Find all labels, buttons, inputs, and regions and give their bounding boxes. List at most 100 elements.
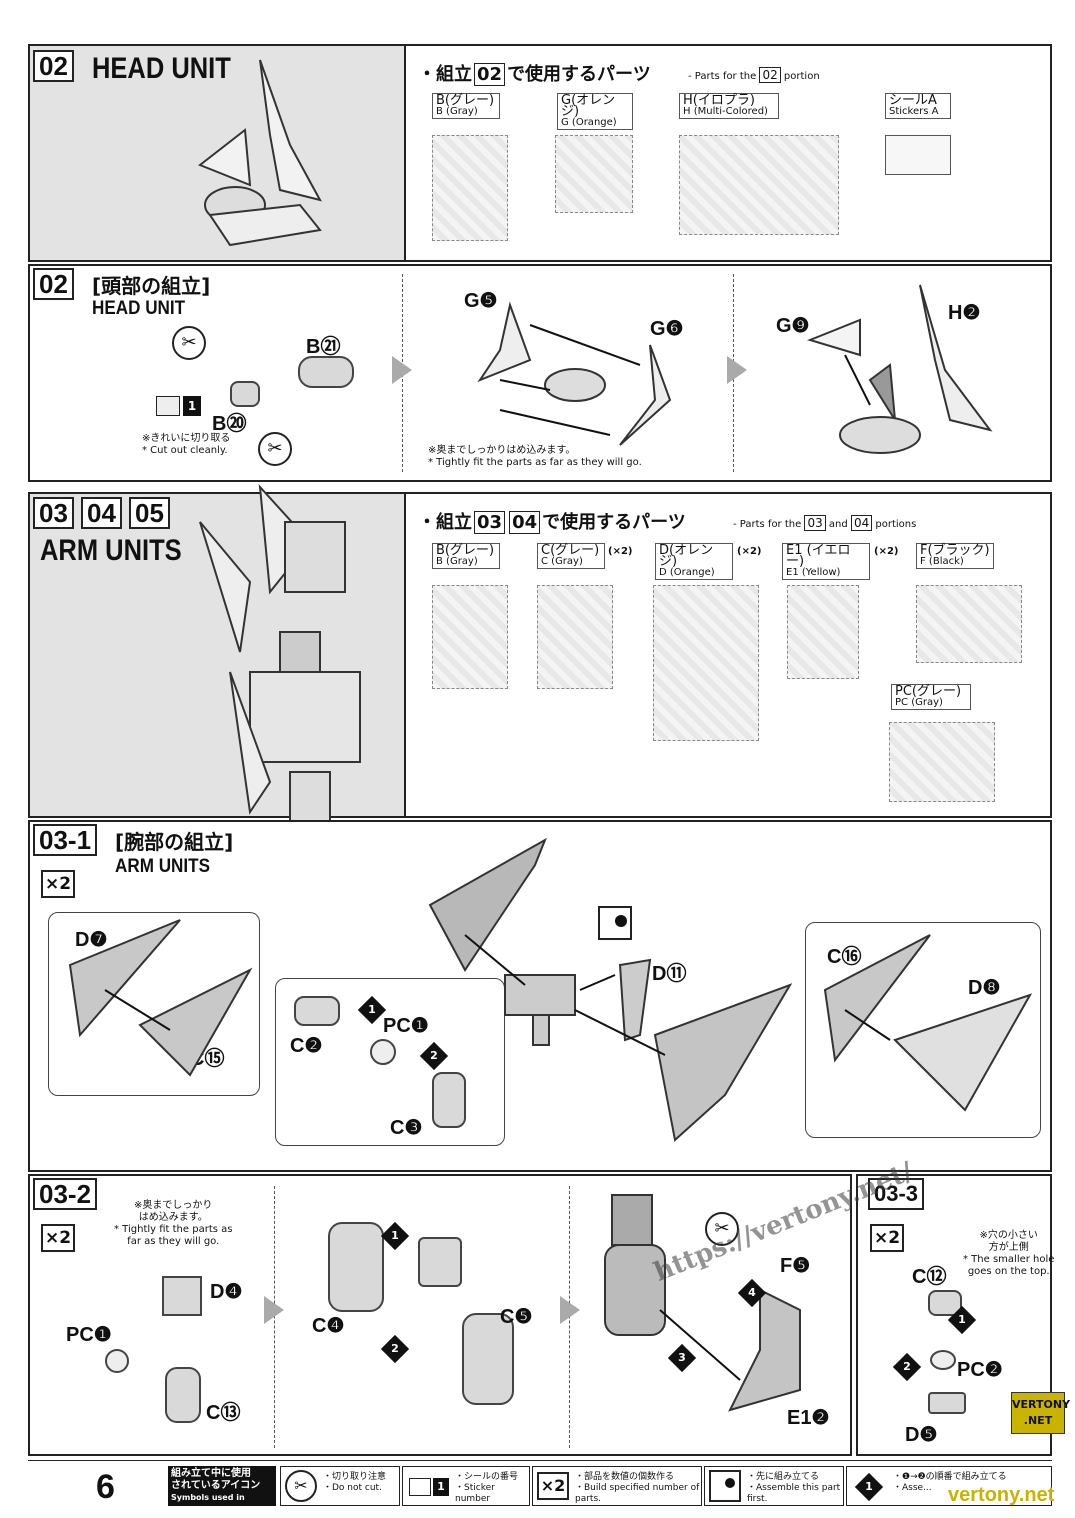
legend-heading-en: Symbols used in instructions — [171, 1493, 245, 1514]
legend-en: ・Do not cut. — [323, 1483, 382, 1493]
legend-jp: ・部品を数値の個数作る — [575, 1472, 675, 1482]
parts-heading-en-and: and — [828, 519, 848, 530]
next-step-arrow — [264, 1296, 284, 1324]
arm-unit-illustration — [199, 484, 361, 823]
order-number: 1 — [368, 1003, 376, 1016]
runner-jp: PC(グレー) — [895, 684, 962, 699]
part-label-b20: B⑳ — [212, 413, 247, 435]
part-label-b21: B㉑ — [306, 336, 341, 358]
runner-label-f: F(ブラック)F (Black) — [916, 543, 994, 569]
legend-jp: ・❶→❷の順番で組み立てる — [893, 1472, 1007, 1482]
next-step-arrow — [727, 356, 747, 384]
parts-heading-jp-post: で使用するパーツ — [542, 512, 686, 533]
runner-jp: F(ブラック) — [920, 543, 990, 558]
parts-heading-step-box: 03 — [474, 511, 506, 534]
runner-en: Stickers A — [889, 106, 939, 117]
parts-heading-en-pre: - Parts for the — [688, 71, 757, 82]
runner-label-pc: PC(グレー)PC (Gray) — [891, 684, 971, 710]
note-jp: ※奥までしっかり — [134, 1200, 213, 1211]
legend-text: ・❶→❷の順番で組み立てる ・Asse... — [893, 1472, 1007, 1494]
legend-jp: ・シールの番号 — [455, 1472, 519, 1482]
parts-heading-en: - Parts for the 03 and 04 portions — [733, 515, 916, 531]
order-number: 4 — [748, 1286, 756, 1299]
step-title-jp: [腕部の組立] — [115, 830, 234, 854]
runner-multiplier: (×2) — [608, 546, 633, 557]
part-b21 — [298, 356, 354, 388]
part-label-g6: G❻ — [650, 318, 684, 340]
order-number: 3 — [678, 1351, 686, 1364]
runner-en: E1 (Yellow) — [786, 567, 841, 578]
note-jp: 方が上側 — [988, 1242, 1029, 1253]
callout-center — [275, 978, 505, 1146]
legend-heading-jp: されているアイコン — [171, 1480, 261, 1491]
part-d5 — [928, 1392, 966, 1414]
runner-en: B (Gray) — [436, 556, 478, 567]
assemble-first-icon — [598, 906, 632, 940]
runner-sprue-h — [679, 135, 839, 235]
part-pc1 — [370, 1039, 396, 1065]
part-label-pc1: PC❶ — [383, 1015, 429, 1037]
next-step-arrow — [392, 356, 412, 384]
assemble-first-dot — [725, 1478, 735, 1488]
runner-en: G (Orange) — [561, 117, 617, 128]
legend-text: ・先に組み立てる ・Assemble this part first. — [747, 1472, 843, 1505]
note-en: * Tightly fit the parts as far as they w… — [428, 457, 642, 468]
legend-en: ・Asse... — [893, 1483, 932, 1493]
part-label-d4: D❹ — [210, 1281, 243, 1303]
part-c13 — [165, 1367, 201, 1423]
runner-jp: シールA — [889, 93, 937, 108]
note-jp: ※奥までしっかりはめ込みます。 — [428, 445, 576, 456]
head-final-illustration — [806, 284, 993, 454]
note-en: * Cut out cleanly. — [142, 445, 228, 456]
sticker-icon — [156, 396, 180, 416]
sticker-number: 1 — [183, 396, 201, 416]
runner-label-b: B(グレー)B (Gray) — [432, 93, 500, 119]
part-label-d7: D❼ — [75, 929, 108, 951]
runner-jp: G(オレンジ) — [561, 93, 616, 119]
part-label-d8: D❽ — [968, 977, 1001, 999]
parts-heading-en-pre: - Parts for the — [733, 519, 802, 530]
watermark-badge: VERTONY .NET — [1011, 1392, 1071, 1434]
part-label-d5: D❺ — [905, 1424, 938, 1446]
legend-text: ・シールの番号 ・Sticker number — [455, 1472, 529, 1505]
step-number: 03-2 — [33, 1178, 98, 1210]
legend-build-multiple: ×2 ・部品を数値の個数作る ・Build specified number o… — [532, 1466, 702, 1506]
note-en: * The smaller hole — [963, 1254, 1055, 1265]
part-label-d11: D⑪ — [652, 963, 687, 985]
legend-jp: ・先に組み立てる — [747, 1472, 820, 1482]
part-c5 — [462, 1313, 514, 1405]
badge-line: VERTONY — [1012, 1398, 1071, 1411]
note-jp: ※きれいに切り取る — [142, 433, 231, 444]
note-tightly-fit: ※奥までしっかり はめ込みます。 * Tightly fit the parts… — [114, 1200, 232, 1248]
part-c3 — [432, 1072, 466, 1128]
runner-label-d: D(オレンジ)D (Orange) — [655, 543, 733, 580]
note-cut-cleanly: ※きれいに切り取る* Cut out cleanly. — [142, 433, 230, 457]
runner-en: D (Orange) — [659, 567, 715, 578]
parts-heading-jp: ・組立 — [418, 512, 472, 533]
do-not-cut-icon: ✂ — [172, 326, 206, 360]
part-c4 — [328, 1222, 384, 1312]
legend-assembly-order: 1 ・❶→❷の順番で組み立てる ・Asse... — [846, 1466, 1052, 1506]
runner-multiplier: (×2) — [737, 546, 762, 557]
part-label-c3: C❸ — [390, 1117, 423, 1139]
note-jp: ※穴の小さい — [979, 1230, 1038, 1241]
part-label-f5: F❺ — [780, 1255, 811, 1277]
parts-heading-en: - Parts for the 02 portion — [688, 67, 820, 83]
note-en: far as they will go. — [127, 1236, 220, 1247]
step-number: 04 — [81, 497, 122, 529]
part-pc2 — [930, 1350, 956, 1370]
part-label-h2: H❷ — [948, 302, 981, 324]
order-step-3-icon: 3 — [667, 1343, 697, 1373]
order-number: 1 — [865, 1480, 873, 1493]
multiplier-badge: ×2 — [41, 1224, 75, 1252]
part-label-c5: C❺ — [500, 1306, 533, 1328]
note-tightly-fit: ※奥までしっかりはめ込みます。* Tightly fit the parts a… — [428, 445, 642, 469]
part-label-c13: C⑬ — [206, 1402, 241, 1424]
assemble-first-dot — [615, 915, 627, 927]
runner-label-c: C(グレー)C (Gray) — [537, 543, 605, 569]
runner-sprue-f — [916, 585, 1022, 663]
part-label-c16: C⑯ — [827, 946, 862, 968]
runner-en: C (Gray) — [541, 556, 583, 567]
order-number: 2 — [391, 1342, 399, 1355]
